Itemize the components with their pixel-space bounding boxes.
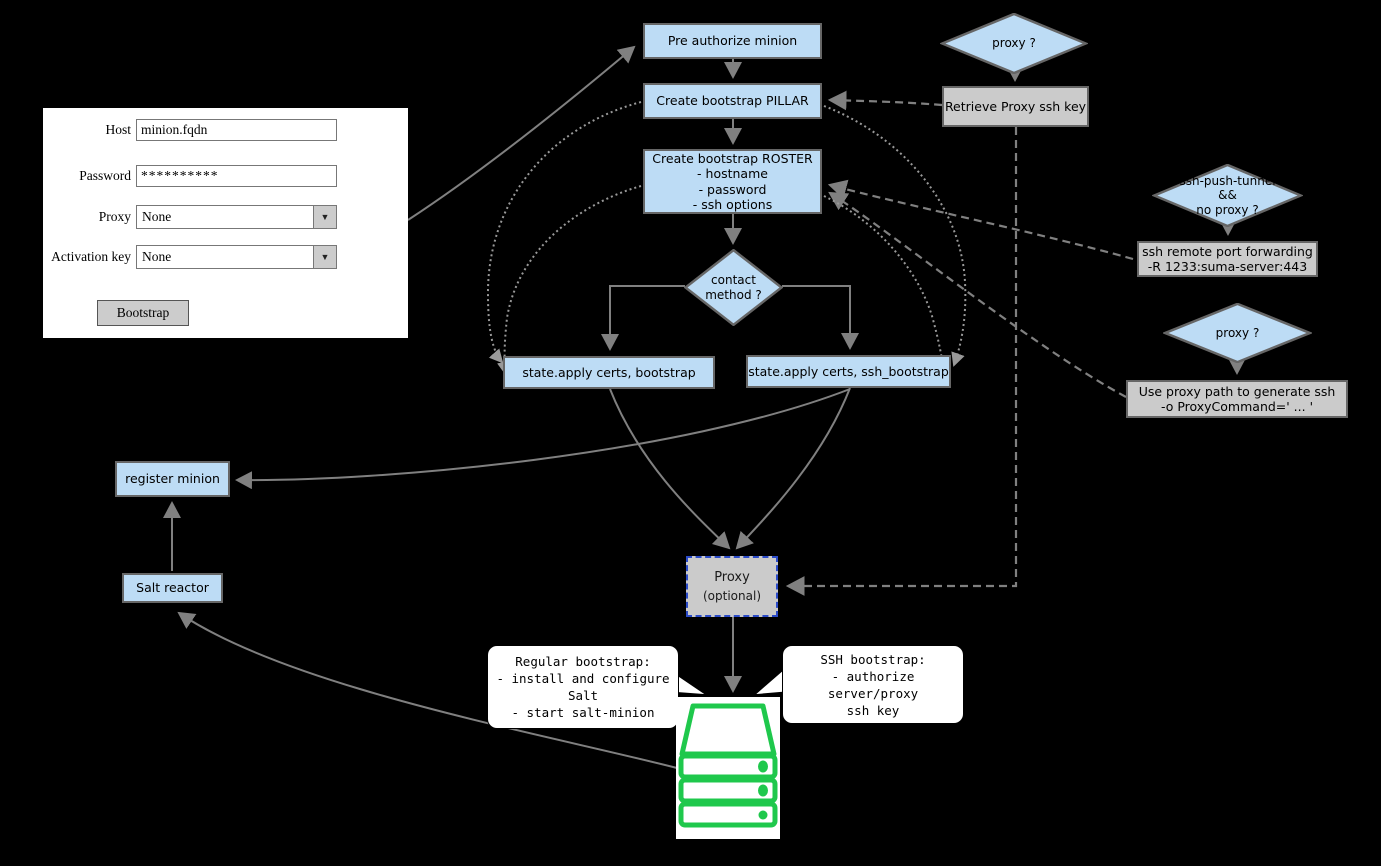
decision-ssh-push-tunnel: ssh-push-tunnel && no proxy ? (1152, 164, 1303, 227)
bootstrap-button[interactable]: Bootstrap (97, 300, 189, 326)
callout-ssh-bootstrap: SSH bootstrap: - authorize server/proxy … (782, 645, 964, 724)
activation-key-select-value: None (142, 249, 172, 264)
node-register-minion: register minion (115, 461, 230, 497)
node-sublabel: (optional) (703, 588, 761, 603)
diamond-shape (684, 249, 783, 326)
callout-line: SSH bootstrap: (820, 651, 926, 667)
node-label: state.apply certs, ssh_bootstrap (748, 363, 949, 379)
node-line: - hostname (697, 166, 768, 181)
node-label: Create bootstrap PILLAR (656, 93, 809, 109)
node-label: Retrieve Proxy ssh key (944, 98, 1087, 114)
diamond-shape (1152, 164, 1303, 227)
node-line: - ssh options (692, 197, 773, 212)
server-icon (678, 703, 778, 828)
node-label: Use proxy path to generate ssh (1138, 383, 1336, 399)
diamond-shape (940, 13, 1088, 74)
node-label: Proxy (714, 569, 750, 585)
callout-line: - start salt-minion (511, 705, 655, 720)
decision-proxy-right: proxy ? (1163, 303, 1312, 363)
decision-contact-method: contact method ? (684, 249, 783, 326)
callout-line: Salt (567, 688, 599, 703)
node-retrieve-proxy-ssh-key: Retrieve Proxy ssh key (942, 86, 1089, 127)
activation-key-label: Activation key (51, 249, 131, 264)
node-create-bootstrap-roster: Create bootstrap ROSTER - hostname - pas… (643, 149, 822, 214)
activation-key-select[interactable]: None ▼ (136, 245, 337, 269)
node-label: ssh remote port forwarding (1142, 243, 1313, 259)
dotted-arrows (486, 101, 967, 382)
callout-line: - authorize server/proxy (827, 668, 919, 701)
bootstrap-form-panel: Host Password Proxy None ▼ Activation ke… (43, 108, 408, 338)
password-input[interactable] (136, 165, 337, 187)
node-label: state.apply certs, bootstrap (522, 364, 696, 380)
node-line: -o ProxyCommand=' ... ' (1160, 399, 1314, 414)
node-proxy-optional: Proxy (optional) (686, 556, 778, 617)
host-input[interactable] (136, 119, 337, 141)
node-line: -R 1233:suma-server:443 (1147, 259, 1308, 274)
callout-line: - install and configure (496, 671, 670, 686)
node-pre-authorize-minion: Pre authorize minion (643, 23, 822, 59)
diamond-shape (1163, 303, 1312, 363)
node-create-bootstrap-pillar: Create bootstrap PILLAR (643, 83, 822, 119)
proxy-label: Proxy (98, 209, 131, 224)
node-label: register minion (125, 471, 220, 487)
node-state-apply-bootstrap: state.apply certs, bootstrap (503, 356, 715, 389)
node-label: Salt reactor (136, 580, 209, 596)
proxy-select-value: None (142, 209, 172, 224)
node-state-apply-ssh-bootstrap: state.apply certs, ssh_bootstrap (746, 355, 951, 388)
node-label: Pre authorize minion (667, 33, 798, 49)
chevron-down-icon[interactable]: ▼ (313, 246, 336, 268)
decision-label: no proxy ? (1196, 202, 1259, 217)
decision-label: method ? (705, 287, 762, 302)
node-salt-reactor: Salt reactor (122, 573, 223, 603)
proxy-select[interactable]: None ▼ (136, 205, 337, 229)
node-line: - password (698, 181, 767, 197)
decision-label: ssh-push-tunnel (1179, 173, 1276, 188)
decision-proxy-top: proxy ? (940, 13, 1088, 74)
host-label: Host (105, 122, 131, 137)
node-label: Create bootstrap ROSTER (652, 150, 813, 166)
node-ssh-remote-port-forwarding: ssh remote port forwarding -R 1233:suma-… (1137, 241, 1318, 277)
minion-server (676, 697, 780, 839)
callout-line: Regular bootstrap: (515, 654, 651, 669)
decision-label: contact (711, 273, 756, 287)
node-use-proxy-path: Use proxy path to generate ssh -o ProxyC… (1126, 380, 1348, 418)
decision-label: && (1218, 188, 1237, 203)
solid-arrows (163, 45, 1246, 769)
decision-label: proxy ? (1215, 325, 1260, 340)
password-label: Password (79, 168, 131, 183)
decision-label: proxy ? (992, 36, 1036, 51)
chevron-down-icon[interactable]: ▼ (313, 206, 336, 228)
callout-regular-bootstrap: Regular bootstrap: - install and configu… (487, 645, 679, 729)
callout-line: ssh key (846, 702, 900, 718)
dashed-arrows (785, 90, 1134, 596)
